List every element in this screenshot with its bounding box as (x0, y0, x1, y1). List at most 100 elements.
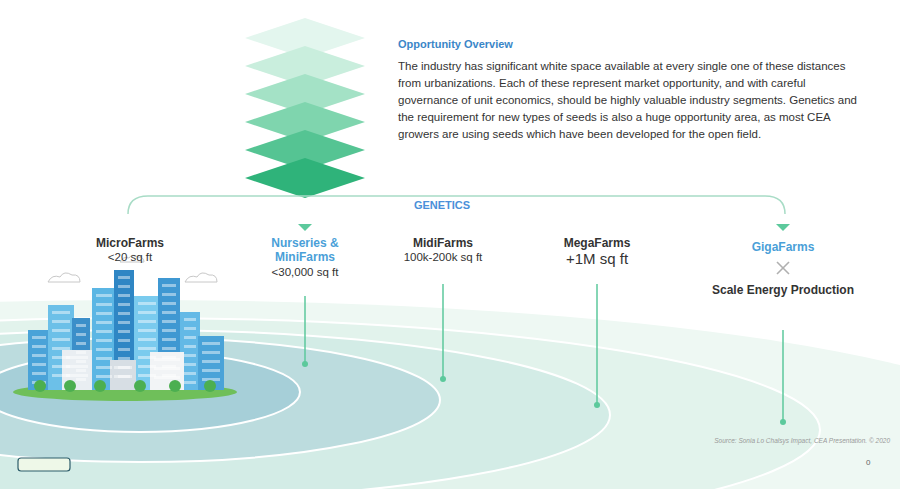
window-row (184, 381, 196, 384)
window-row (118, 339, 130, 342)
window-row (76, 342, 86, 345)
window-row (76, 333, 86, 336)
window-row (118, 321, 130, 324)
window-row (184, 354, 196, 357)
pointer-triangle (298, 224, 312, 231)
window-row (76, 360, 86, 363)
window-row (202, 360, 220, 363)
window-row (118, 357, 130, 360)
genetics-bracket (128, 196, 785, 214)
cross-symbol (777, 262, 789, 274)
segment-name: GigaFarms (752, 240, 815, 254)
tree (134, 380, 146, 392)
city-illustration (13, 255, 237, 401)
ring-dots (302, 361, 786, 425)
window-row (162, 284, 176, 287)
ring-zone (0, 352, 300, 432)
window-row (184, 336, 196, 339)
window-row (96, 366, 112, 369)
window-row (118, 303, 130, 306)
window-row (118, 348, 130, 351)
segment-name: MegaFarms (564, 236, 631, 250)
window-row (114, 366, 132, 369)
window-row (138, 311, 156, 314)
window-row (138, 329, 156, 332)
tree (94, 380, 106, 392)
window-row (96, 330, 112, 333)
window-row (66, 356, 88, 359)
window-row (202, 369, 220, 372)
segment-name: MidiFarms (413, 236, 473, 250)
window-row (202, 342, 220, 345)
window-row (184, 327, 196, 330)
window-row (76, 351, 86, 354)
window-row (32, 345, 46, 348)
segment-size: 100k-200k sq ft (404, 251, 483, 265)
window-row (162, 293, 176, 296)
window-row (96, 357, 112, 360)
window-row (138, 365, 156, 368)
window-row (32, 372, 46, 375)
segment-size: <30,000 sq ft (272, 266, 339, 280)
segment-size: <20 sq ft (108, 251, 152, 265)
pointer-triangle (776, 224, 790, 231)
group-label: GENETICS (410, 199, 474, 212)
window-row (52, 347, 70, 350)
window-row (32, 354, 46, 357)
window-row (96, 339, 112, 342)
window-row (184, 363, 196, 366)
window-row (52, 311, 70, 314)
window-row (96, 375, 112, 378)
window-row (138, 302, 156, 305)
window-row (52, 338, 70, 341)
window-row (184, 372, 196, 375)
window-row (118, 285, 130, 288)
window-row (138, 374, 156, 377)
tree (34, 380, 46, 392)
leader-lines (305, 284, 783, 420)
window-row (202, 351, 220, 354)
segment-name: Nurseries & MiniFarms (260, 236, 350, 265)
window-row (32, 363, 46, 366)
heading: Opportunity Overview (398, 38, 513, 50)
window-row (162, 302, 176, 305)
segment-note: Scale Energy Production (712, 283, 854, 297)
window-row (162, 338, 176, 341)
intro-paragraph: The industry has significant white space… (398, 58, 868, 143)
window-row (162, 320, 176, 323)
window-row (184, 318, 196, 321)
segment-name: MicroFarms (96, 236, 164, 250)
source-note: Source: Sonia Lo Chalsys Impact, CEA Pre… (714, 437, 890, 445)
tree (64, 380, 76, 392)
window-row (52, 329, 70, 332)
window-row (162, 347, 176, 350)
window-row (162, 329, 176, 332)
window-row (76, 369, 86, 372)
window-row (118, 294, 130, 297)
layer (245, 158, 365, 198)
window-row (96, 312, 112, 315)
window-row (32, 336, 46, 339)
window-row (96, 303, 112, 306)
window-row (138, 338, 156, 341)
window-row (138, 320, 156, 323)
window-row (66, 374, 88, 377)
window-row (154, 367, 180, 370)
window-row (138, 356, 156, 359)
window-row (96, 348, 112, 351)
window-row (184, 345, 196, 348)
window-row (96, 321, 112, 324)
window-row (52, 320, 70, 323)
page-tab (18, 458, 70, 471)
segment-size: +1M sq ft (566, 250, 628, 268)
building (110, 360, 136, 390)
window-row (154, 358, 180, 361)
window-row (76, 324, 86, 327)
window-row (118, 312, 130, 315)
window-row (154, 376, 180, 379)
diamond-stack (245, 18, 365, 198)
window-row (162, 311, 176, 314)
window-row (96, 294, 112, 297)
window-row (76, 378, 86, 381)
window-row (118, 330, 130, 333)
